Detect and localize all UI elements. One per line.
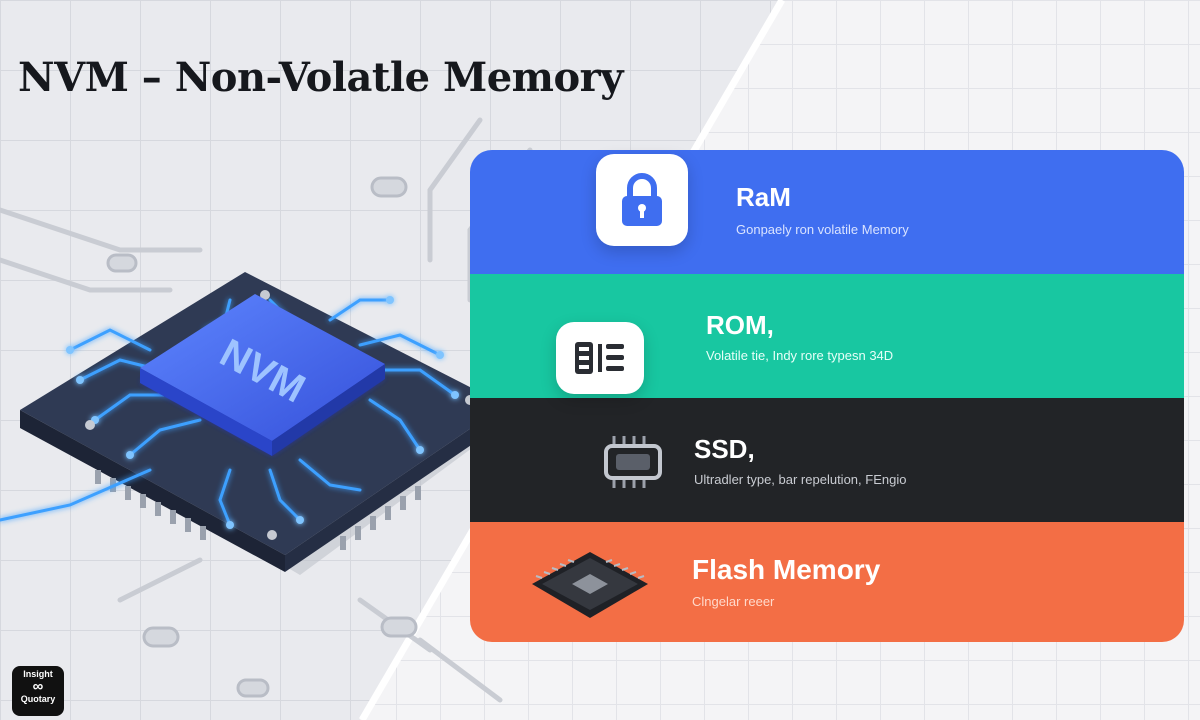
memory-module-icon: [604, 436, 662, 488]
microchip-icon: [532, 552, 648, 618]
circuit-board-illustration: NVM: [0, 117, 563, 703]
memory-type-name: ROM,: [706, 310, 774, 340]
infinity-icon: ∞: [32, 678, 44, 695]
memory-type-name: SSD,: [694, 434, 755, 464]
brand-name-line2: Quotary: [20, 694, 56, 704]
memory-type-description: Gonpaely ron volatile Memory: [736, 222, 909, 237]
memory-type-description: Volatile tie, Indy rore typesn 34D: [706, 348, 894, 363]
storage-list-icon: [575, 342, 624, 374]
memory-type-description: Clngelar reeer: [692, 594, 775, 609]
memory-band-ssd: SSD, Ultradler type, bar repelution, FEn…: [470, 398, 1184, 522]
lock-icon: [622, 173, 662, 226]
brand-logo: Insight ∞ Quotary: [12, 666, 64, 716]
storage-list-tile: [556, 322, 644, 394]
memory-type-name: RaM: [736, 182, 791, 212]
memory-band-ram: RaM Gonpaely ron volatile Memory: [470, 150, 1184, 274]
page-title: NVM – Non-Volatle Memory: [18, 54, 624, 101]
lock-tile: [596, 154, 688, 246]
memory-type-name: Flash Memory: [692, 554, 881, 585]
memory-type-description: Ultradler type, bar repelution, FEngio: [694, 472, 907, 487]
brand-name-line1: Insight: [23, 669, 53, 679]
